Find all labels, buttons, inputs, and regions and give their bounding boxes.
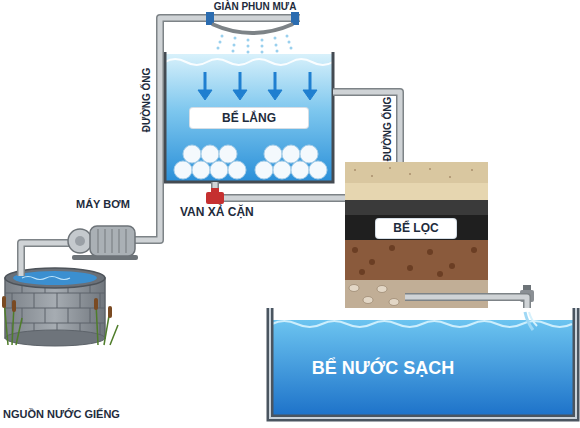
pump-label: MÁY BƠM [76,198,140,211]
well-drawing [2,262,118,346]
sprayer-node: GIÀN PHUN MƯA [205,0,305,36]
pipe-label: ĐƯỜNG ỐNG [141,68,152,133]
settling-tank-node: BỂ LẮNG [165,52,333,182]
filter-drawing [345,162,488,308]
filter-label: BỂ LỌC [376,219,456,238]
pipe-label: ĐƯỜNG ỐNG [382,97,393,162]
clean-tank-drawing [270,285,576,418]
pump-drawing [62,226,142,260]
clean-tank-node: BỂ NƯỚC SẠCH [268,308,580,424]
water-pipe [21,243,62,262]
pump-node: MÁY BƠM [62,198,142,260]
tank-label: BỂ LẮNG [190,108,308,128]
water-pipe [215,182,216,188]
valve-drawing [206,186,308,204]
valve-label: VAN XẢ CẶN [180,206,300,220]
filter-node: BỂ LỌC [345,162,488,308]
water-pipe [333,92,400,162]
clean-tank-label: BỂ NƯỚC SẠCH [278,358,488,379]
water-pipe [308,198,345,199]
sprayer-label: GIÀN PHUN MƯA [205,1,305,13]
water-pipe [488,297,527,308]
settling-tank-drawing [165,52,333,182]
valve-node: VAN XẢ CẶN [180,188,308,224]
sprayer-drawing [205,12,300,54]
well-node: NGUỒN NƯỚC GIẾNG [0,262,128,424]
well-label: NGUỒN NƯỚC GIẾNG [3,408,127,421]
